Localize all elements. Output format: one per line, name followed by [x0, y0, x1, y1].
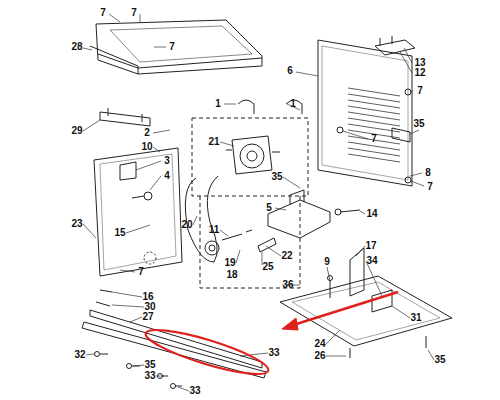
- callout-number: 15: [113, 228, 126, 238]
- callout-number: 34: [365, 256, 378, 266]
- callout-number: 33: [188, 386, 201, 396]
- callout-number: 35: [412, 119, 425, 129]
- callout-number: 7: [370, 134, 378, 144]
- callout-number: 14: [365, 209, 378, 219]
- callout-number: 4: [163, 171, 171, 181]
- callout-number: 17: [364, 241, 377, 251]
- callout-number: 25: [261, 262, 274, 272]
- callout-number: 27: [141, 312, 154, 322]
- callout-number: 36: [281, 280, 294, 290]
- callout-number: 28: [70, 42, 83, 52]
- callout-number: 2: [143, 128, 151, 138]
- callout-number: 13: [413, 58, 426, 68]
- callout-number: 30: [143, 302, 156, 312]
- callout-number: 26: [313, 351, 326, 361]
- callout-number: 35: [143, 360, 156, 370]
- callout-number: 7: [99, 8, 107, 18]
- callout-number: 33: [267, 348, 280, 358]
- callout-number: 7: [426, 182, 434, 192]
- callout-number: 19: [223, 258, 236, 268]
- callout-number: 1: [214, 99, 222, 109]
- callout-number: 7: [168, 42, 176, 52]
- callout-number: 21: [207, 137, 220, 147]
- callout-number: 20: [180, 220, 193, 230]
- callout-number: 7: [130, 8, 138, 18]
- callout-number: 7: [416, 86, 424, 96]
- callout-number: 7: [137, 267, 145, 277]
- callout-number: 29: [70, 126, 83, 136]
- vent-slat: [348, 154, 400, 162]
- callout-number: 11: [208, 225, 221, 235]
- callout-number: 5: [265, 203, 273, 213]
- callout-number: 9: [323, 257, 331, 267]
- callout-number: 6: [286, 66, 294, 76]
- callout-number: 35: [270, 172, 283, 182]
- callout-number: 16: [141, 292, 154, 302]
- callout-number: 18: [225, 270, 238, 280]
- callout-number: 8: [424, 168, 432, 178]
- callout-number: 10: [140, 142, 153, 152]
- callout-number: 22: [280, 251, 293, 261]
- callout-number: 23: [70, 219, 83, 229]
- callout-number: 32: [73, 350, 86, 360]
- callout-number: 31: [409, 313, 422, 323]
- callout-number: 12: [413, 68, 426, 78]
- callout-number: 33: [143, 371, 156, 381]
- callout-number: 35: [433, 355, 446, 365]
- callout-number: 24: [313, 339, 326, 349]
- callout-number: 3: [163, 156, 171, 166]
- callout-number: 1: [289, 99, 297, 109]
